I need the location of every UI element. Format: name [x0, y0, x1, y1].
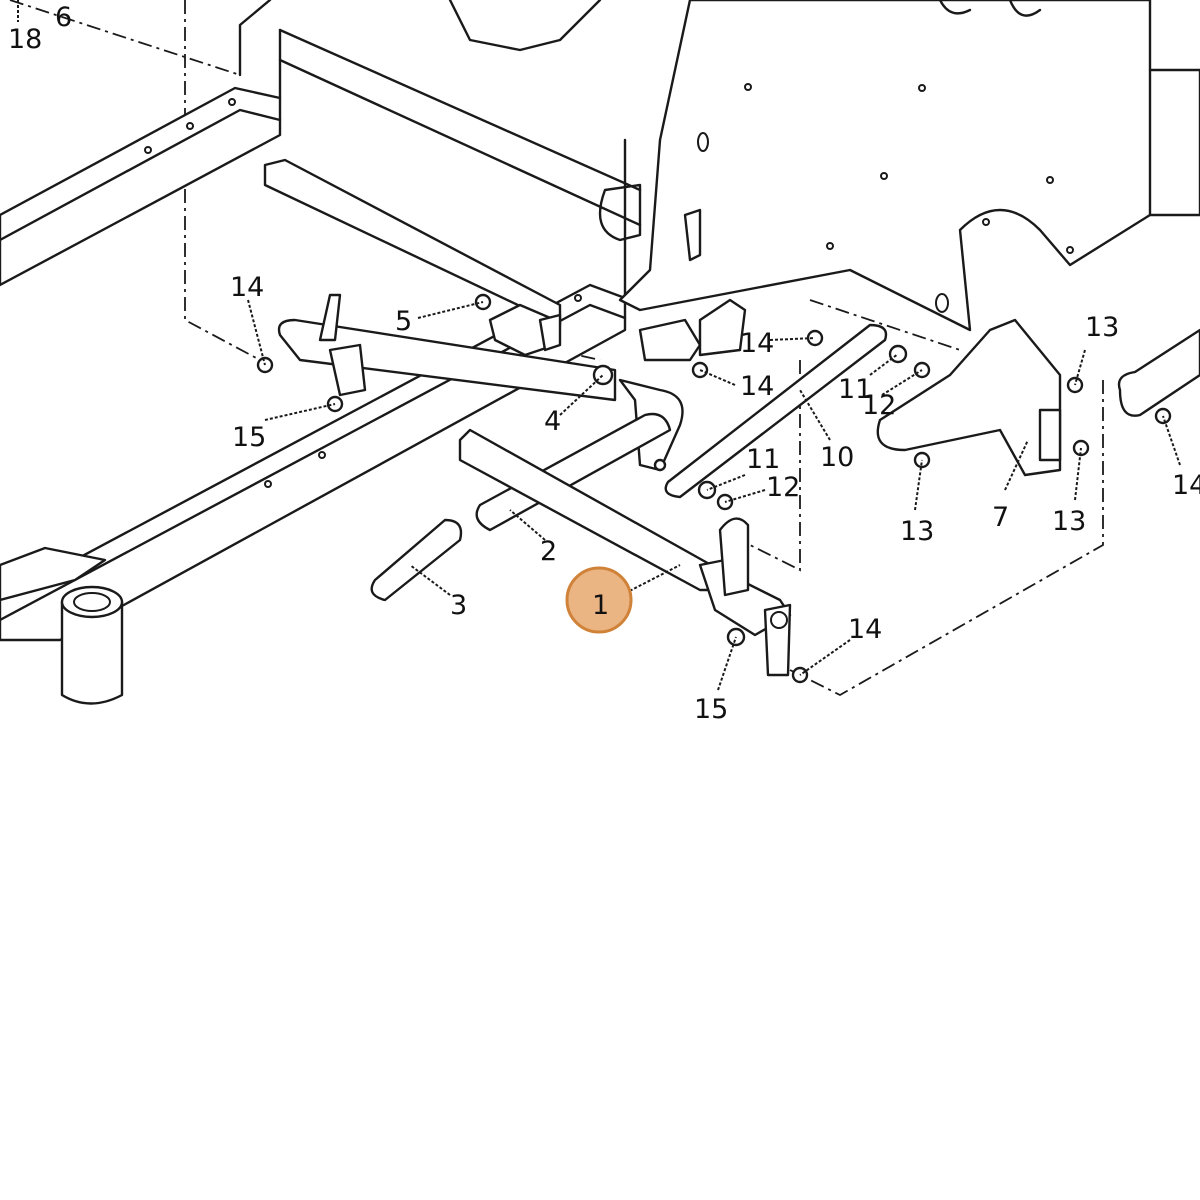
callout-labels: 18 6 14 15 5 4 14 14 11 12 10 11 12 2 3 …	[8, 2, 1200, 725]
callout-7[interactable]: 7	[992, 502, 1009, 533]
callout-13[interactable]: 13	[1052, 506, 1086, 537]
callout-10[interactable]: 10	[820, 442, 854, 473]
callout-12[interactable]: 12	[862, 390, 896, 421]
callout-1[interactable]: 1	[592, 590, 609, 621]
callout-15[interactable]: 15	[694, 694, 728, 725]
callout-14[interactable]: 14	[1172, 470, 1200, 501]
callout-6[interactable]: 6	[55, 2, 72, 33]
mounting-plate	[448, 0, 1200, 332]
linkage-parts	[277, 293, 1200, 677]
callout-11[interactable]: 11	[838, 374, 872, 405]
callout-3[interactable]: 3	[450, 590, 467, 621]
callout-5[interactable]: 5	[395, 306, 412, 337]
callout-13[interactable]: 13	[1085, 312, 1119, 343]
callout-12[interactable]: 12	[766, 472, 800, 503]
fasteners	[256, 293, 1172, 684]
callout-13[interactable]: 13	[900, 516, 934, 547]
callout-11[interactable]: 11	[746, 444, 780, 475]
callout-15[interactable]: 15	[232, 422, 266, 453]
callout-2[interactable]: 2	[540, 536, 557, 567]
callout-4[interactable]: 4	[544, 406, 561, 437]
highlight-marker[interactable]	[565, 566, 633, 634]
callout-14[interactable]: 14	[740, 371, 774, 402]
callout-18[interactable]: 18	[8, 24, 42, 55]
callout-14[interactable]: 14	[740, 328, 774, 359]
leader-lines	[17, 0, 1181, 691]
callout-14[interactable]: 14	[848, 614, 882, 645]
callout-14[interactable]: 14	[230, 272, 264, 303]
